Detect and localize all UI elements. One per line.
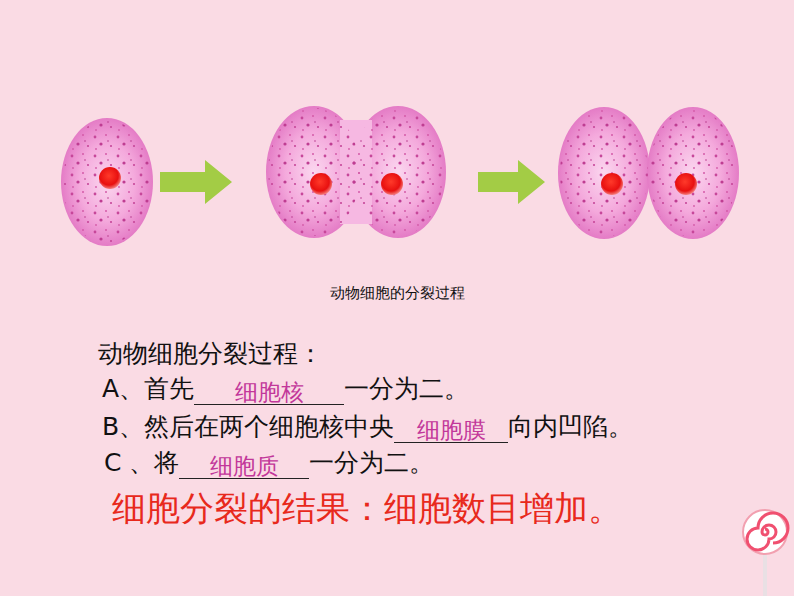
text-line: C 、将细胞质一分为二。 [104,446,434,479]
question-text: B、然后在两个细胞核中央 [102,410,394,443]
text-line: 动物细胞分裂过程： [98,337,323,370]
text-line: 细胞分裂的结果：细胞数目增加。 [112,486,622,532]
text-line: A、首先细胞核一分为二。 [102,372,469,405]
answer-blank: 细胞质 [179,454,309,479]
question-text: C 、将 [104,446,179,479]
question-text: 一分为二。 [309,446,434,479]
figure-caption: 动物细胞的分裂过程 [330,284,465,303]
parent-cell [61,118,153,246]
arrow [478,160,545,204]
question-text: A、首先 [102,372,194,405]
question-text: 一分为二。 [344,372,469,405]
question-text: 向内凹陷。 [508,410,633,443]
conclusion-text: 细胞分裂的结果：细胞数目增加。 [112,486,622,532]
question-text: 动物细胞分裂过程： [98,337,323,370]
lollipop-decoration [743,510,788,596]
answer-blank: 细胞核 [194,380,344,405]
daughter-cells [558,107,739,239]
answer-blank: 细胞膜 [394,418,508,443]
dividing-cell [266,106,446,238]
arrow [160,160,232,204]
text-line: B、然后在两个细胞核中央细胞膜向内凹陷。 [102,410,633,443]
